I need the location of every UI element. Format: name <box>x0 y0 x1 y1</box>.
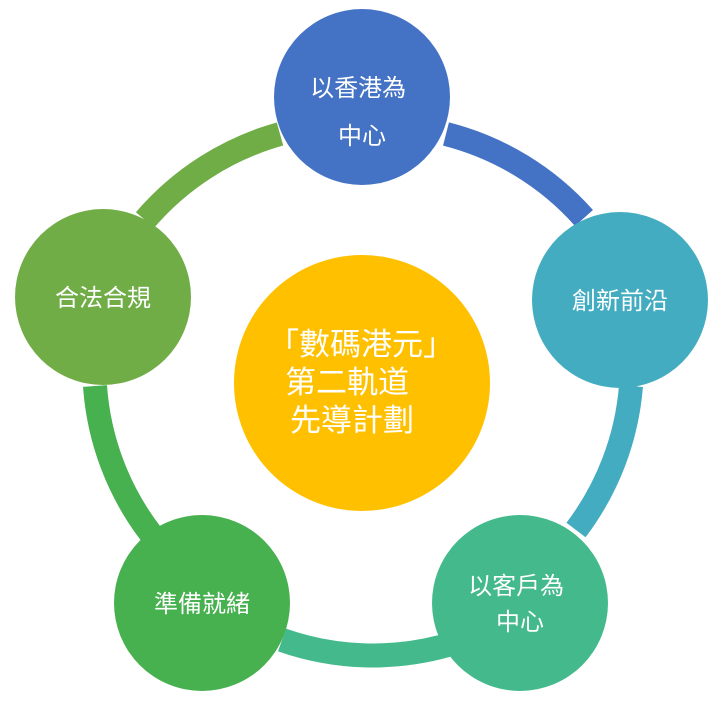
node-label: 以客戶為 中心 <box>468 572 572 636</box>
node-innovation: 創新前沿 <box>532 212 708 388</box>
node-label-line: 創新前沿 <box>572 287 668 315</box>
arc-innovation-to-customer <box>566 384 643 538</box>
node-compliance: 合法合規 <box>15 209 191 385</box>
center-title: 「數碼港元」 第二軌道 先導計劃 <box>268 327 464 439</box>
arc-compliance-to-hk <box>135 122 284 228</box>
center-line-2: 第二軌道 <box>285 365 409 401</box>
ring-arcs <box>83 122 643 668</box>
node-label: 合法合規 <box>55 284 151 312</box>
node-label-line: 準備就緒 <box>154 590 250 618</box>
node-hk-centric: 以香港為 中心 <box>274 9 450 185</box>
center-circle <box>234 255 490 511</box>
node-label: 準備就緒 <box>154 590 250 618</box>
node-circle <box>432 515 608 691</box>
node-circle <box>532 212 708 388</box>
node-label: 創新前沿 <box>572 287 668 315</box>
node-circle <box>15 209 191 385</box>
arc-readiness-to-compliance <box>83 385 161 542</box>
node-label: 以香港為 中心 <box>310 74 414 150</box>
node-circle <box>114 515 290 691</box>
center-node: 「數碼港元」 第二軌道 先導計劃 <box>234 255 490 511</box>
center-line-1: 「數碼港元」 <box>268 327 454 363</box>
node-customer-centric: 以客戶為 中心 <box>432 515 608 691</box>
arc-hk-to-innovation <box>442 122 593 227</box>
node-label-line: 中心 <box>496 608 544 636</box>
node-readiness: 準備就緒 <box>114 515 290 691</box>
node-label-line: 以客戶為 <box>468 572 564 600</box>
center-line-3: 先導計劃 <box>290 403 414 439</box>
node-label-line: 中心 <box>338 122 386 150</box>
arc-customer-to-readiness <box>278 628 452 668</box>
node-label-line: 合法合規 <box>55 284 151 312</box>
node-label-line: 以香港為 <box>310 74 406 102</box>
node-circle <box>274 9 450 185</box>
